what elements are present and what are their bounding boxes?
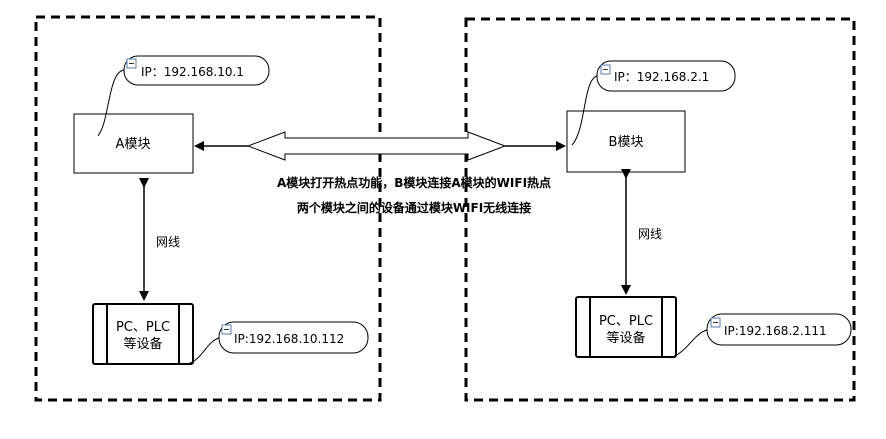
callout-device-a-ip-text: IP:192.168.10.112 [234, 332, 344, 346]
wifi-description-line2: 两个模块之间的设备通过模块WIFI无线连接 [297, 200, 531, 215]
callout-device-a-leader [187, 337, 220, 365]
callout-b-ip [596, 60, 736, 92]
device-a[interactable] [92, 303, 194, 365]
module-a-label: A模块 [116, 137, 151, 152]
callout-device-a-ip [218, 321, 369, 354]
module-b-box[interactable] [566, 110, 686, 173]
group-b-boundary [464, 17, 856, 402]
minus-box-icon[interactable] [710, 317, 721, 328]
wifi-description-line1: A模块打开热点功能，B模块连接A模块的WIFI热点 [277, 175, 551, 190]
callout-b-ip-text: IP：192.168.2.1 [614, 70, 709, 84]
module-b-label: B模块 [609, 135, 644, 150]
module-a-box[interactable] [73, 113, 194, 174]
device-a-line2: 等设备 [123, 336, 162, 352]
device-a-line1: PC、PLC [116, 320, 170, 335]
callout-a-ip-text: IP：192.168.10.1 [141, 65, 244, 79]
minus-box-icon[interactable] [600, 64, 611, 75]
device-b[interactable] [575, 296, 677, 358]
callout-a-ip-leader [97, 69, 125, 137]
group-a-boundary [34, 15, 382, 402]
callout-device-b-leader [669, 329, 708, 359]
device-b-line1: PC、PLC [599, 314, 653, 329]
callout-device-b-ip-text: IP:192.168.2.111 [724, 324, 827, 338]
device-b-line2: 等设备 [606, 330, 645, 346]
cable-a-label: 网线 [156, 235, 180, 249]
callout-b-ip-leader [571, 75, 598, 146]
minus-box-icon[interactable] [126, 58, 137, 69]
callout-a-ip [123, 55, 270, 86]
cable-b-label: 网线 [638, 227, 662, 241]
minus-box-icon[interactable] [221, 324, 232, 335]
callout-device-b-ip [706, 313, 852, 346]
